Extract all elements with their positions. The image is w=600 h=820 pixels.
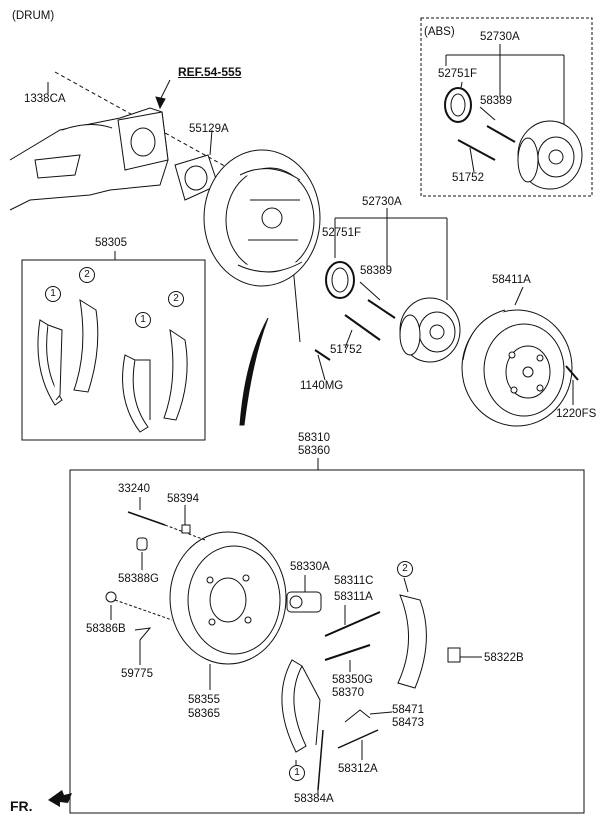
abs-assembly-label: 52730A — [480, 31, 520, 43]
brake-assembly-box — [69, 469, 585, 814]
callout-1: 1 — [45, 286, 61, 302]
adjuster-a-label: 58311C — [334, 575, 374, 587]
hub-seal — [325, 261, 355, 299]
hub-stud-label: 58389 — [360, 265, 392, 277]
hub-seal-label: 52751F — [322, 227, 362, 239]
backing-plate-assembly — [203, 149, 321, 287]
lever-a-label: 58471 — [392, 704, 424, 716]
plug — [105, 591, 117, 603]
axle-arm — [9, 107, 169, 211]
adjuster-d-label: 58370 — [332, 687, 364, 699]
nut-label: 1338CA — [24, 93, 66, 105]
bolt-b-label: 1140MG — [300, 380, 344, 392]
shoe-kit-label: 58305 — [95, 237, 127, 249]
plug-a-label: 58388G — [118, 573, 159, 585]
ref-label: REF.54-555 — [178, 65, 242, 79]
adjuster-c-label: 58350G — [332, 674, 373, 686]
lever-b-label: 58473 — [392, 717, 424, 729]
retainer-label: 58322B — [484, 652, 524, 664]
retainer — [447, 647, 461, 663]
shoe-kit-box — [21, 259, 206, 441]
callout-2: 2 — [397, 561, 413, 577]
gasket-label: 55129A — [189, 123, 229, 135]
front-direction-label: FR. — [10, 798, 33, 814]
wheel-cylinder — [286, 591, 322, 613]
brake-drum — [461, 309, 573, 427]
hub-bolt-label: 51752 — [330, 344, 362, 356]
bleeder-cap-label: 58394 — [167, 493, 199, 505]
wedge-mark — [239, 317, 269, 426]
backing-plate-label-b: 58365 — [188, 708, 220, 720]
adjuster-b-label: 58311A — [334, 591, 373, 603]
abs-stud-label: 58389 — [480, 95, 512, 107]
hub-assembly-label: 52730A — [362, 196, 402, 208]
plug — [136, 537, 148, 551]
callout-1: 1 — [135, 312, 151, 328]
wheel-cylinder-label: 58330A — [290, 561, 330, 573]
hold-spring-label: 58384A — [294, 793, 334, 805]
assembly-number-a: 58310 — [298, 432, 330, 444]
brake-shoe — [122, 354, 151, 433]
abs-bolt-label: 51752 — [452, 172, 484, 184]
abs-title: (ABS) — [424, 26, 455, 38]
clip-label: 59775 — [121, 668, 153, 680]
abs-seal — [444, 87, 472, 123]
brake-shoe — [37, 319, 63, 406]
plug-b-label: 58386B — [86, 623, 126, 635]
backing-plate — [169, 531, 287, 665]
brake-shoe — [163, 328, 188, 421]
callout-2: 2 — [79, 267, 95, 283]
abs-seal-label: 52751F — [438, 68, 478, 80]
abs-hub-assembly — [517, 120, 583, 190]
brake-shoe — [73, 298, 99, 393]
abs-box — [420, 17, 593, 197]
brake-shoe — [281, 659, 321, 753]
drum-label: 58411A — [492, 274, 531, 286]
hub-assembly — [399, 297, 461, 363]
variant-label: (DRUM) — [12, 10, 55, 22]
brake-shoe — [397, 594, 427, 689]
assembly-number-b: 58360 — [298, 445, 330, 457]
gasket — [174, 154, 219, 201]
callout-2: 2 — [168, 291, 184, 307]
callout-1: 1 — [289, 765, 305, 781]
spring-label: 58312A — [338, 763, 378, 775]
backing-plate-label-a: 58355 — [188, 694, 220, 706]
screw-label: 1220FS — [556, 408, 597, 420]
bleeder-screw-label: 33240 — [118, 483, 150, 495]
